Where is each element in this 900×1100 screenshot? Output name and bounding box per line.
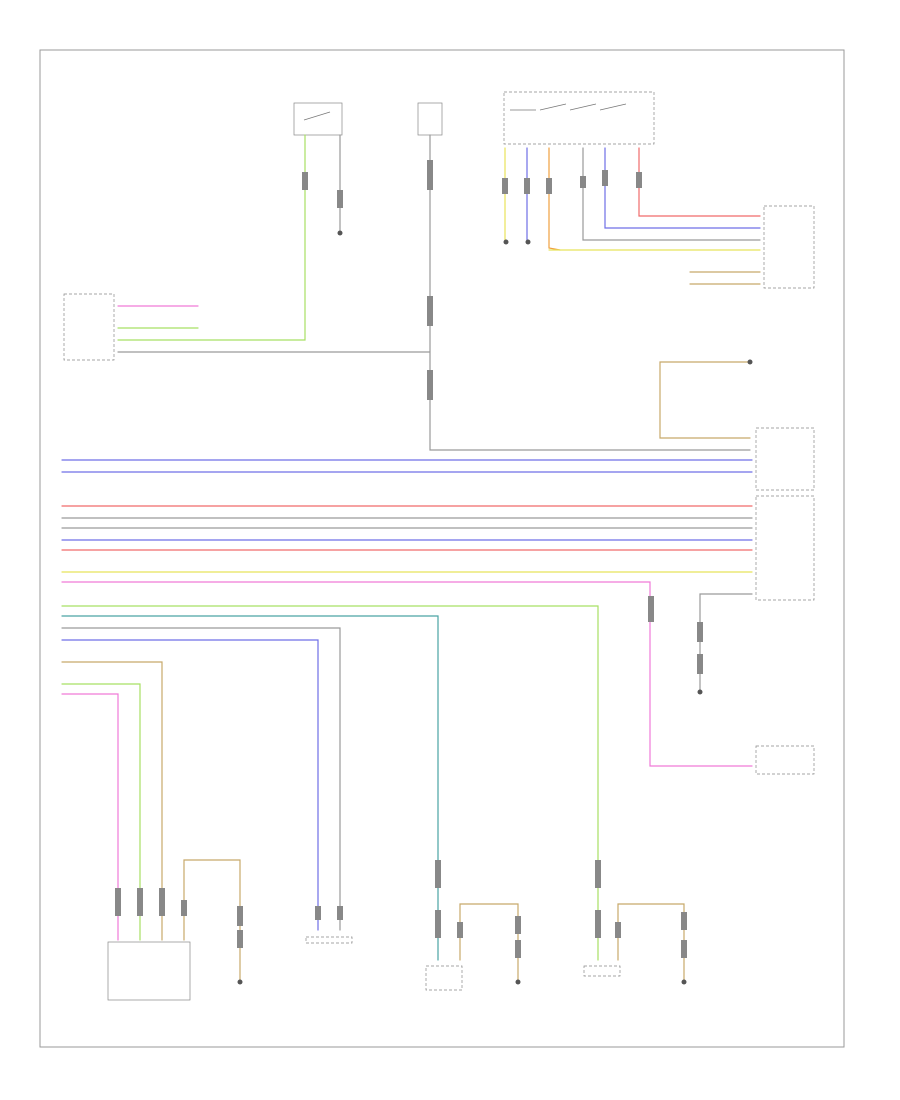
wire: [117, 134, 306, 341]
wire: [582, 147, 761, 241]
wire: [659, 361, 751, 439]
component-bottom-sensor-2: [583, 965, 621, 977]
ground-icon: [747, 359, 753, 365]
component-boxes: [63, 91, 815, 1001]
ground-points: [237, 230, 753, 985]
ground-icon: [337, 230, 343, 236]
wire: [61, 661, 163, 941]
wire: [459, 903, 519, 981]
wire: [617, 903, 685, 981]
component-top-sensor: [417, 102, 443, 136]
wire: [61, 615, 439, 961]
wire: [61, 639, 319, 931]
diagram-frame: [39, 49, 845, 1048]
wire: [183, 859, 241, 981]
wire: [638, 147, 761, 217]
wire: [699, 593, 753, 691]
component-right-module-upper: [763, 205, 815, 289]
component-bottom-center-connector: [305, 936, 353, 944]
wire: [429, 134, 751, 451]
ground-icon: [525, 239, 531, 245]
switch-contacts: [303, 103, 627, 121]
component-bottom-left-unit: [107, 941, 191, 1001]
ground-icon: [697, 689, 703, 695]
component-right-module-lower: [755, 495, 815, 601]
component-top-switch-array: [503, 91, 655, 145]
component-top-left-switch: [293, 102, 343, 136]
component-right-module-bottom: [755, 745, 815, 775]
wire: [61, 693, 119, 941]
component-left-module: [63, 293, 115, 361]
ground-icon: [515, 979, 521, 985]
ground-icon: [503, 239, 509, 245]
wire: [61, 605, 599, 961]
ground-icon: [237, 979, 243, 985]
wires: [61, 134, 761, 981]
wire: [61, 683, 141, 941]
wire: [61, 627, 341, 931]
wire: [61, 581, 753, 767]
component-bottom-sensor-1: [425, 965, 463, 991]
component-right-module-middle: [755, 427, 815, 491]
wire: [548, 147, 561, 251]
wire-tags: [115, 160, 703, 958]
ground-icon: [681, 979, 687, 985]
